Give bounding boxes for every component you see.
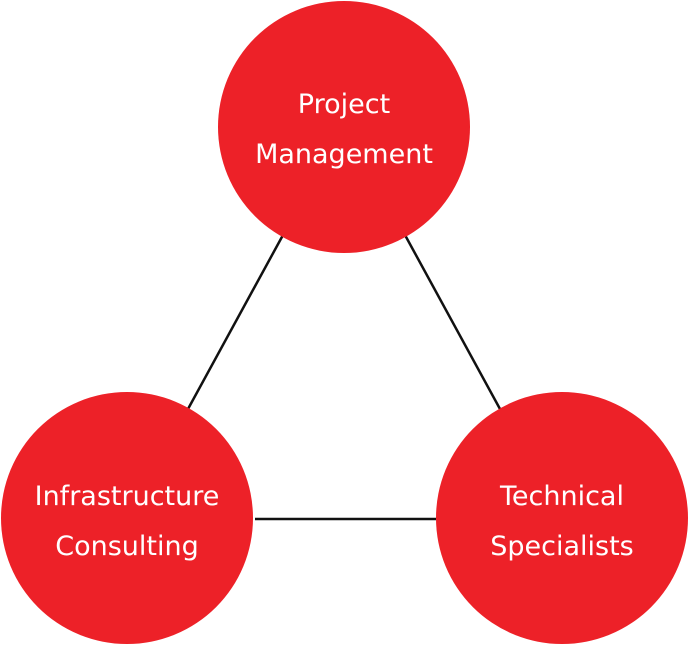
node-circle (218, 1, 470, 253)
node-infrastructure-consulting: Infrastructure Consulting (1, 392, 253, 644)
node-label-line2: Management (255, 139, 433, 170)
connector-project-to-technical (403, 234, 502, 410)
node-label-line2: Consulting (55, 531, 199, 562)
node-technical-specialists: Technical Specialists (436, 392, 688, 644)
node-label-line1: Technical (499, 481, 624, 512)
node-label-line2: Specialists (490, 531, 634, 562)
node-project-management: Project Management (218, 1, 470, 253)
node-label-line1: Project (298, 89, 390, 120)
node-circle (1, 392, 253, 644)
node-label-line1: Infrastructure (35, 481, 220, 512)
node-circle (436, 392, 688, 644)
connector-project-to-infrastructure (186, 234, 285, 410)
